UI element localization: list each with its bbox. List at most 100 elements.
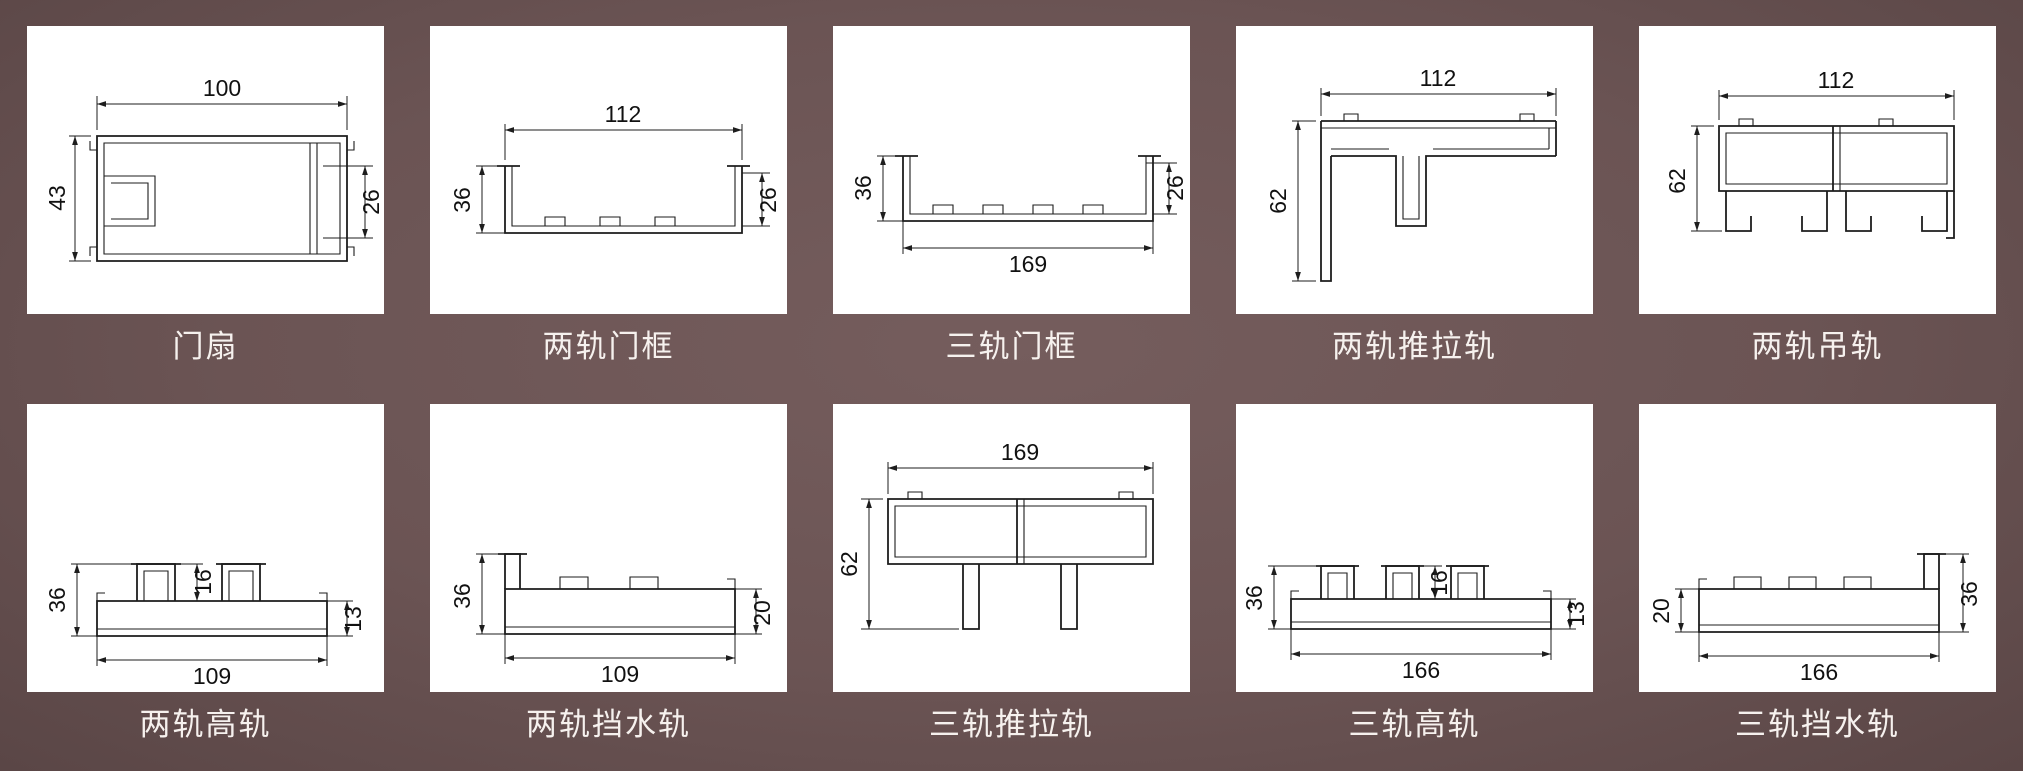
dim-right: 20 xyxy=(735,588,775,635)
card-three-track-sliding-track: 169 62 xyxy=(833,404,1190,692)
dim-right: 26 xyxy=(323,165,384,239)
dim-label-top: 169 xyxy=(1001,439,1039,465)
dim-label-left: 43 xyxy=(44,185,70,211)
dim-label-left: 62 xyxy=(1265,188,1291,214)
profile-outline xyxy=(89,135,355,262)
card-three-track-door-frame: 36 26 169 xyxy=(833,26,1190,314)
dim-label-top: 100 xyxy=(203,75,241,101)
card-two-track-door-frame: 112 36 26 xyxy=(430,26,787,314)
dim-label-left: 62 xyxy=(1664,168,1690,194)
dim-label-mid: 16 xyxy=(190,569,216,595)
dim-right: 13 xyxy=(327,600,366,637)
dim-top: 169 xyxy=(887,439,1154,494)
dim-label-right: 13 xyxy=(340,606,366,632)
dim-bottom: 109 xyxy=(96,636,328,689)
dim-left: 36 xyxy=(449,165,505,234)
card-two-track-hanging-track: 112 62 xyxy=(1639,26,1996,314)
card-three-track-water-stop-track: 20 36 166 xyxy=(1639,404,1996,692)
profile-label: 两轨推拉轨 xyxy=(1332,329,1497,364)
dim-left: 36 xyxy=(44,563,131,637)
profile-label: 两轨高轨 xyxy=(139,707,272,742)
cell-three-track-door-frame: 36 26 169 三轨门框 xyxy=(833,26,1190,366)
card-door-leaf: 100 43 26 xyxy=(27,26,384,314)
dim-label-top: 112 xyxy=(605,101,642,127)
row-top: 100 43 26 门扇 xyxy=(27,26,1996,366)
dim-left: 36 xyxy=(449,553,505,635)
cell-three-track-water-stop-track: 20 36 166 三轨挡水轨 xyxy=(1639,404,1996,744)
dim-label-top: 112 xyxy=(1818,67,1855,93)
dim-label-right: 20 xyxy=(749,600,775,626)
dim-left: 43 xyxy=(44,135,91,262)
drawing-two-track-door-frame: 112 36 26 xyxy=(449,101,781,234)
dim-label-left: 36 xyxy=(449,187,475,213)
drawing-two-track-hanging-track: 112 62 xyxy=(1664,67,1955,239)
drawing-three-track-door-frame: 36 26 169 xyxy=(850,155,1188,277)
dim-left: 36 xyxy=(1241,565,1316,630)
profile-outline xyxy=(895,155,1161,222)
profile-label: 两轨门框 xyxy=(542,329,675,364)
dim-label-left: 36 xyxy=(850,175,876,201)
dim-bottom: 109 xyxy=(504,634,736,687)
dim-label-left: 20 xyxy=(1648,598,1674,624)
card-three-track-high-track: 36 16 13 xyxy=(1236,404,1593,692)
profile-label: 三轨推拉轨 xyxy=(929,707,1094,742)
dim-left: 20 xyxy=(1648,588,1699,633)
dim-mid: 16 xyxy=(181,563,216,601)
drawing-two-track-sliding-track: 112 62 xyxy=(1265,65,1557,282)
dim-label-bottom: 166 xyxy=(1402,657,1440,683)
dim-label-right: 26 xyxy=(755,187,781,213)
profile-outline xyxy=(1320,113,1557,282)
profile-outline xyxy=(498,553,736,635)
cell-three-track-high-track: 36 16 13 xyxy=(1236,404,1593,744)
dim-label-bottom: 109 xyxy=(601,661,639,687)
cell-two-track-hanging-track: 112 62 两轨吊轨 xyxy=(1639,26,1996,366)
dim-top: 100 xyxy=(96,75,348,130)
dim-left: 62 xyxy=(836,498,959,630)
dim-label-bottom: 166 xyxy=(1800,659,1838,685)
cell-two-track-water-stop-track: 36 20 109 两轨挡水轨 xyxy=(430,404,787,744)
dim-right: 26 xyxy=(1146,162,1188,215)
dim-label-mid: 16 xyxy=(1426,570,1452,596)
cell-two-track-door-frame: 112 36 26 两轨门框 xyxy=(430,26,787,366)
dim-mid: 16 xyxy=(1424,565,1452,599)
dim-top: 112 xyxy=(1320,65,1557,116)
dim-left: 62 xyxy=(1664,125,1722,232)
dim-right: 13 xyxy=(1551,598,1589,630)
drawing-three-track-high-track: 36 16 13 xyxy=(1241,565,1589,683)
profile-label: 两轨吊轨 xyxy=(1751,329,1884,364)
dim-bottom: 166 xyxy=(1290,629,1552,683)
dim-label-top: 112 xyxy=(1420,65,1457,91)
dim-label-left: 62 xyxy=(836,551,862,577)
card-two-track-high-track: 36 16 13 xyxy=(27,404,384,692)
cell-two-track-sliding-track: 112 62 两轨推拉轨 xyxy=(1236,26,1593,366)
dim-bottom: 166 xyxy=(1698,632,1940,685)
drawing-door-leaf: 100 43 26 xyxy=(44,75,384,262)
profile-outline xyxy=(1290,565,1552,630)
dim-label-right: 13 xyxy=(1563,601,1589,627)
dim-left: 62 xyxy=(1265,120,1316,282)
profile-outline xyxy=(1698,553,1946,633)
profile-outline xyxy=(1718,118,1955,239)
profile-label: 三轨门框 xyxy=(945,329,1078,364)
dim-bottom: 169 xyxy=(902,221,1154,277)
dim-label-bottom: 169 xyxy=(1009,251,1047,277)
profile-label: 两轨挡水轨 xyxy=(526,707,691,742)
dim-label-left: 36 xyxy=(1241,585,1267,611)
dim-label-right: 26 xyxy=(1162,175,1188,201)
profile-outline xyxy=(887,491,1154,630)
drawing-three-track-sliding-track: 169 62 xyxy=(836,439,1154,630)
dim-label-left: 36 xyxy=(44,587,70,613)
dim-label-right: 26 xyxy=(358,189,384,215)
profile-label: 门扇 xyxy=(172,329,239,364)
cell-three-track-sliding-track: 169 62 三轨推拉轨 xyxy=(833,404,1190,744)
dim-label-bottom: 109 xyxy=(193,663,231,689)
card-two-track-water-stop-track: 36 20 109 xyxy=(430,404,787,692)
dim-top: 112 xyxy=(504,101,743,160)
dim-right: 36 xyxy=(1939,553,1982,633)
dim-top: 112 xyxy=(1718,67,1955,120)
cell-two-track-high-track: 36 16 13 xyxy=(27,404,384,744)
dim-label-left: 36 xyxy=(449,583,475,609)
dim-left: 36 xyxy=(850,155,903,222)
dim-label-right: 36 xyxy=(1956,581,1982,607)
